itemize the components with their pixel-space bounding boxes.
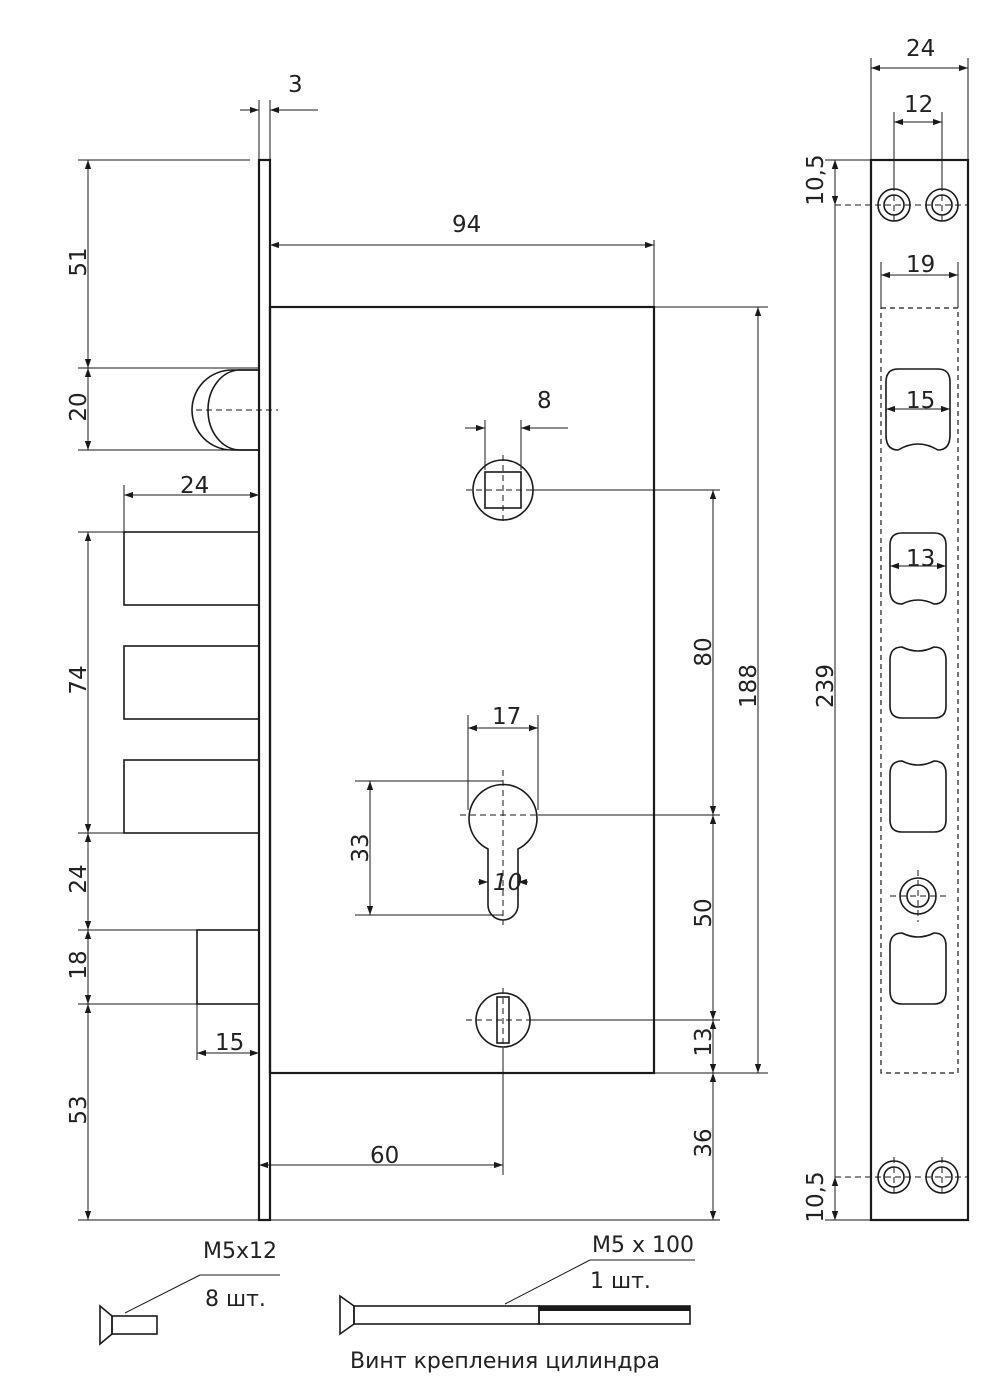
bolt-hole-2 — [889, 646, 947, 719]
dim-backset: 60 — [370, 1143, 399, 1169]
dim-bolt-hole: 13 — [906, 546, 935, 572]
small-screw-spec: M5x12 — [203, 1239, 277, 1264]
dim-bolts-span: 74 — [66, 665, 92, 694]
dim-spindle-square: 8 — [537, 388, 552, 414]
lock-body-outline — [880, 307, 959, 1074]
dim-plate-thickness: 3 — [288, 72, 303, 98]
dim-cylinder-height: 33 — [348, 833, 374, 862]
dim-latch-height: 20 — [66, 392, 92, 421]
dim-cylinder-neck: 10 — [493, 870, 522, 896]
dim-screw-spacing: 12 — [904, 92, 933, 118]
dimension-lines — [78, 100, 768, 1221]
dim-bottom-to-plate-end: 36 — [691, 1128, 717, 1157]
cylinder-hole — [468, 783, 538, 921]
bolt-hole-1 — [889, 532, 947, 605]
dim-gap-below-bolts: 24 — [66, 864, 92, 893]
lock-side-view — [123, 158, 656, 1222]
latch-hole — [885, 368, 951, 451]
dim-spindle-to-cylinder: 80 — [691, 637, 717, 666]
dim-screw-offset-bottom: 10,5 — [803, 1171, 829, 1222]
dim-top-offset: 51 — [66, 247, 92, 276]
long-screw-caption: Винт крепления цилиндра — [350, 1349, 660, 1374]
faceplate-edge — [257, 158, 272, 1222]
anti-pick-pin — [196, 929, 260, 1005]
dim-latch-hole: 15 — [906, 388, 935, 414]
bolt-3 — [123, 759, 260, 834]
dim-slot-width: 19 — [906, 252, 935, 278]
bolt-hole-4 — [889, 932, 947, 1005]
dim-faceplate-length: 239 — [813, 664, 839, 708]
bolt-2 — [123, 645, 260, 720]
hardware-labels: M5x12 8 шт. M5 x 100 1 шт. Винт креплени… — [203, 1233, 694, 1374]
bolt-1 — [123, 531, 260, 606]
dimension-labels: 3 94 51 20 24 74 24 18 15 53 60 8 17 33 … — [66, 36, 935, 1223]
dim-cylinder-to-key: 50 — [691, 898, 717, 927]
dim-key-to-bottom: 13 — [691, 1027, 717, 1056]
dim-body-width: 94 — [452, 212, 481, 238]
faceplate — [869, 158, 970, 1222]
dim-faceplate-width: 24 — [906, 36, 935, 62]
small-screw — [99, 1274, 280, 1346]
dim-screw-offset-top: 10,5 — [803, 154, 829, 205]
dim-bolt-length: 24 — [180, 473, 209, 499]
latch — [191, 369, 259, 451]
bolt-hole-3 — [889, 760, 947, 833]
lock-body — [268, 305, 656, 1075]
faceplate-dimensions — [825, 58, 969, 1221]
dim-cylinder-width: 17 — [492, 704, 521, 730]
long-screw-qty: 1 шт. — [590, 1269, 651, 1294]
dim-pin-offset: 15 — [215, 1030, 244, 1056]
faceplate-front-view — [835, 158, 970, 1222]
long-screw-spec: M5 x 100 — [592, 1233, 694, 1258]
long-screw — [339, 1259, 695, 1336]
dim-bottom-offset: 53 — [66, 1095, 92, 1124]
dim-body-height: 188 — [736, 664, 762, 708]
small-screw-qty: 8 шт. — [205, 1287, 266, 1312]
dim-pin-height: 18 — [66, 950, 92, 979]
